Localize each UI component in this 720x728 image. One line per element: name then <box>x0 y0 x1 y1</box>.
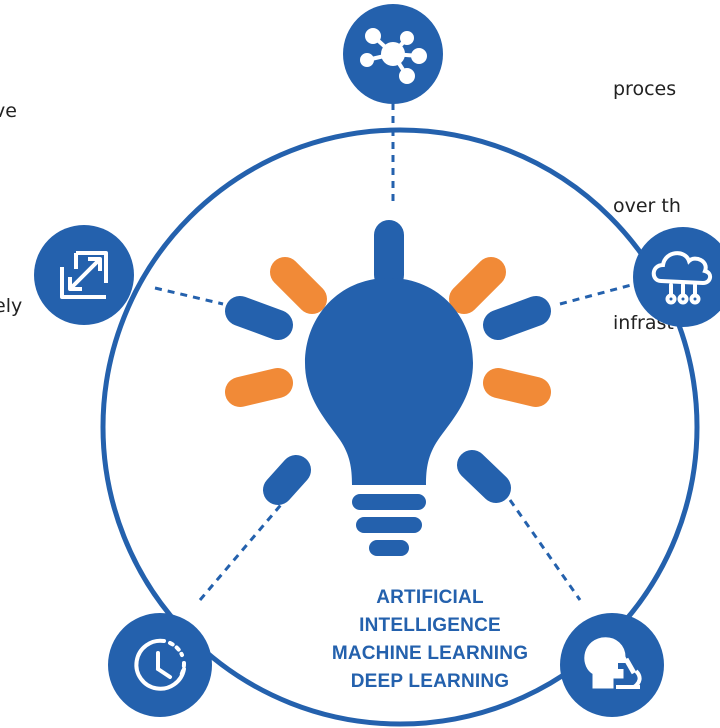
ray <box>225 296 293 340</box>
node-network <box>343 4 443 104</box>
outer-ring <box>100 127 700 727</box>
light-bulb-icon <box>305 278 473 556</box>
right-side-text: proces over th infrast <box>613 0 681 382</box>
dashed-connectors <box>154 90 636 601</box>
label-artificial: ARTIFICIAL <box>376 587 484 608</box>
ray <box>449 257 506 314</box>
cloud-network-icon <box>651 251 712 305</box>
connector-left <box>154 286 224 306</box>
label-deep-learning: DEEP LEARNING <box>350 671 510 692</box>
node-science <box>560 613 664 717</box>
connector-bottom-left <box>198 499 287 601</box>
left-side-text: ve ely <box>0 14 22 365</box>
ray <box>270 257 327 314</box>
ray <box>457 450 511 503</box>
expand-arrows-icon <box>60 251 108 299</box>
network-nodes-icon <box>360 28 427 84</box>
clock-refresh-icon <box>134 638 186 691</box>
node-expand <box>34 225 134 325</box>
left-text-line: ely <box>0 295 23 317</box>
head-microscope-icon <box>584 637 642 689</box>
node-cloud <box>633 227 720 327</box>
ray <box>483 296 551 340</box>
connector-right <box>559 282 636 306</box>
left-text-line: ve <box>0 100 17 122</box>
ray <box>263 455 311 505</box>
ray <box>483 368 551 407</box>
right-text-line: over th <box>613 195 681 217</box>
node-time <box>108 613 212 717</box>
center-label: ARTIFICIAL INTELLIGENCE MACHINE LEARNING… <box>300 584 560 696</box>
label-intelligence: INTELLIGENCE <box>359 615 501 636</box>
right-text-line: proces <box>613 78 677 100</box>
label-machine-learning: MACHINE LEARNING <box>331 643 529 664</box>
ray <box>225 368 293 407</box>
light-rays <box>225 220 551 505</box>
